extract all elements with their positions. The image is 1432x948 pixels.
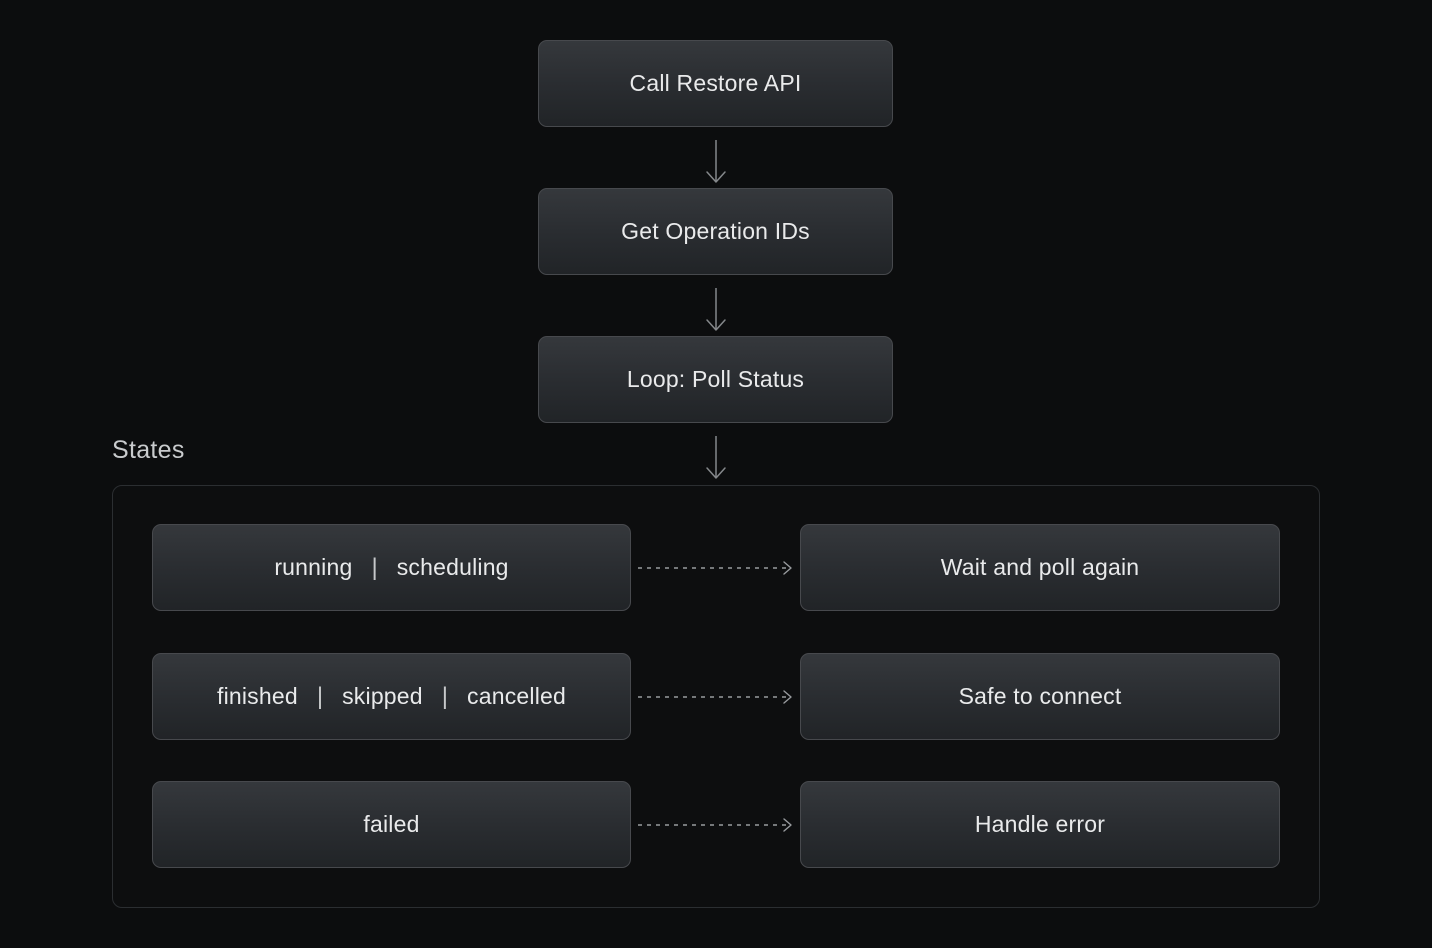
flow-node-label: Call Restore API (629, 70, 802, 96)
state-node-running-scheduling: running | scheduling (152, 524, 631, 611)
action-label: Handle error (974, 811, 1106, 837)
flow-node-label: Loop: Poll Status (626, 366, 805, 392)
state-node-finished-skipped-cancelled: finished | skipped | cancelled (152, 653, 631, 740)
flow-node-call-restore-api: Call Restore API (538, 40, 893, 127)
state-label: running (274, 554, 353, 580)
down-arrow-icon (706, 436, 726, 479)
dashed-right-arrow-icon (638, 690, 792, 704)
state-label: scheduling (396, 554, 509, 580)
action-label: Wait and poll again (940, 554, 1140, 580)
state-separator: | (441, 682, 449, 710)
state-separator: | (371, 553, 378, 581)
down-arrow-icon (706, 140, 726, 183)
action-node-safe-to-connect: Safe to connect (800, 653, 1280, 740)
state-separator: | (316, 682, 324, 710)
state-label: cancelled (467, 683, 567, 709)
state-node-failed: failed (152, 781, 631, 868)
action-node-handle-error: Handle error (800, 781, 1280, 868)
states-section-title: States (112, 436, 185, 464)
flow-node-get-operation-ids: Get Operation IDs (538, 188, 893, 275)
flow-node-loop-poll-status: Loop: Poll Status (538, 336, 893, 423)
action-node-wait-and-poll-again: Wait and poll again (800, 524, 1280, 611)
action-label: Safe to connect (958, 683, 1122, 709)
dashed-right-arrow-icon (638, 818, 792, 832)
state-label: failed (363, 811, 420, 837)
flow-node-label: Get Operation IDs (621, 218, 810, 244)
state-label: skipped (342, 683, 423, 709)
dashed-right-arrow-icon (638, 561, 792, 575)
state-label: finished (216, 683, 298, 709)
down-arrow-icon (706, 288, 726, 331)
